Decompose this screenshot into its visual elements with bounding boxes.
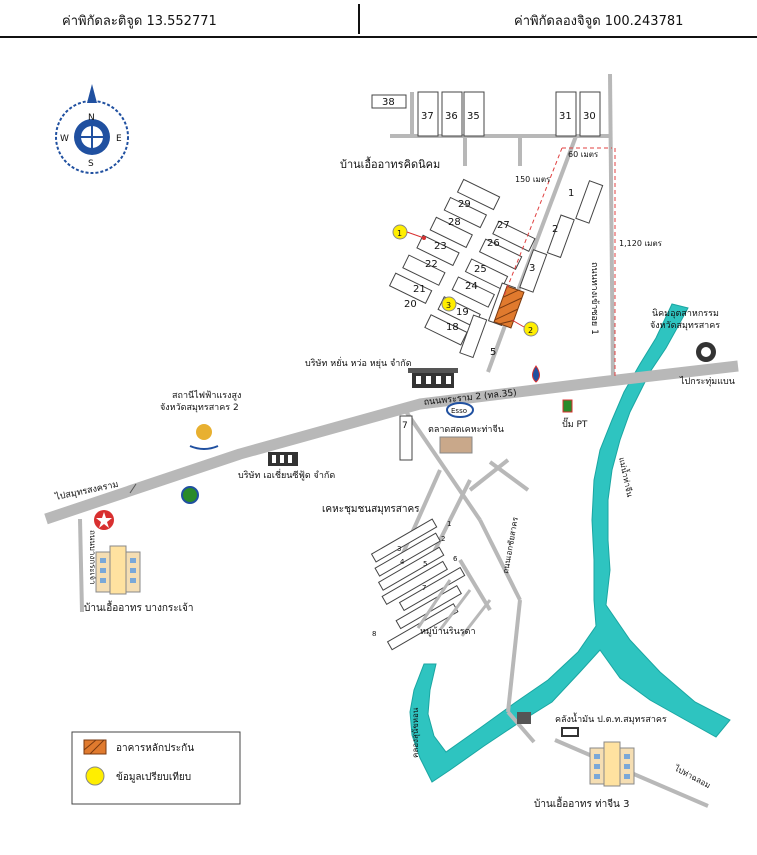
substation-label-2: จังหวัดสมุทรสาคร 2 [160,403,239,413]
subject-label: บ้านเอื้ออาทรคิดนิคม [340,156,440,171]
block-2: 2 [552,224,558,235]
block-35: 35 [467,111,480,122]
company1-label: บริษัท หยั่น หว่อ หยุ่น จำกัด [305,356,412,369]
tachin3-building-icon [589,741,635,787]
bangkrachao-building-icon [95,545,141,595]
village-label: หมู่บ้านรินรดา [420,626,476,637]
svg-text:1: 1 [397,229,402,238]
block-23: 23 [434,241,447,252]
collateral-building [493,285,525,329]
block-30: 30 [583,111,596,122]
ptt-icon [181,486,199,504]
svg-text:2: 2 [528,326,533,335]
distance-150: 150 เมตร [515,175,551,184]
legend-comparable-swatch [85,766,105,786]
longitude-label: ค่าพิกัดลองจิจูด 100.243781 [514,14,684,29]
village-roads [416,579,492,637]
compass-e: E [116,134,122,144]
caltex-icon [94,510,114,530]
compass-w: W [60,134,69,144]
block-18: 18 [446,322,459,333]
to-thalom-label: ไปท่าฉลอม [672,763,712,790]
kheha-block-5: 5 [423,560,427,568]
pt-label: ปั๊ม PT [562,417,588,430]
tachin-river [409,303,731,783]
header-divider [358,4,360,34]
location-map: N S E W 38 37 36 35 31 30 29 28 [44,73,739,810]
estate-label-1: นิคมอุตสาหกรรม [652,308,719,319]
block-36: 36 [445,111,458,122]
gas-station-icon [532,365,540,383]
block-3: 3 [529,263,535,274]
kheha-label: เคหะชุมชนสมุทรสาคร [322,504,420,515]
compass-s: S [88,159,94,169]
marker-2: 2 [511,319,539,337]
block-20: 20 [404,299,417,310]
kheha-block-6: 6 [453,555,458,563]
company2-icon [268,452,298,466]
block-21: 21 [413,284,426,295]
company2-label: บริษัท เอเชี่ยนซีฟู้ด จำกัด [238,468,335,481]
company-building-icon [408,368,458,388]
market-label: ตลาดสดเคหะท่าจีน [428,424,504,435]
coordinate-header: ค่าพิกัดละติจูด 13.552771 ค่าพิกัดลองจิจ… [0,0,757,38]
seven-eleven-icon: 7 [399,415,413,461]
svg-text:3: 3 [446,301,451,310]
distance-60: 60 เมตร [568,150,599,159]
kheha-block-1: 1 [447,520,451,528]
river-label: แม่น้ำท่าจีน [617,456,636,498]
bridge-icon [517,712,531,724]
svg-text:Esso: Esso [451,407,467,415]
left-road-label: ถนนบางกระเจ้า [88,530,97,585]
marker-3: 3 [441,296,457,312]
compass-rose: N S E W [55,84,129,174]
block-37: 37 [421,111,434,122]
block-25: 25 [474,264,487,275]
oil-depot-icon [561,727,579,737]
distance-lines [503,147,616,378]
esso-icon: Esso [446,402,474,418]
tachin-road-label: ถนนเอกชัยสาคร [501,516,520,575]
legend-collateral-label: อาคารหลักประกัน [116,743,194,754]
marker-1: 1 [392,224,426,240]
bangkrachao-label: บ้านเอื้ออาทร บางกระเจ้า [84,600,194,614]
road-break [129,483,137,494]
substation-label-1: สถานีไฟฟ้าแรงสูง [172,390,241,401]
latitude-label: ค่าพิกัดละติจูด 13.552771 [62,14,217,29]
compass-n: N [88,113,95,123]
kheha-block-7: 7 [422,584,426,592]
rama2-road [44,360,739,525]
kheha-block-2: 2 [441,535,445,543]
top-blocks [371,91,601,137]
soi-label: ถนนทางเข้าซอย 1 [589,262,600,335]
kheha-block-8: 8 [372,630,376,638]
block-5: 5 [490,347,496,358]
canal-label: คลองสุนัขหอน [411,707,420,758]
substation-icon [189,424,219,450]
industrial-estate-icon [696,342,716,362]
block-28: 28 [448,217,461,228]
housing-blocks [388,178,536,346]
block-29: 29 [458,199,471,210]
to-krathum-label: ไปกระทุ่มแบน [679,376,735,387]
block-1: 1 [568,188,574,199]
market-photo [439,436,473,454]
block-24: 24 [465,281,478,292]
block-27: 27 [497,220,510,231]
distance-1120: 1,120 เมตร [619,239,663,248]
oil-depot-label: คลังน้ำมัน ป.ต.ท.สมุทรสาคร [555,712,667,725]
svg-text:7: 7 [402,421,408,431]
block-31: 31 [559,111,572,122]
pt-station-icon [562,399,573,413]
legend-comparable-label: ข้อมูลเปรียบเทียบ [116,771,191,783]
block-38: 38 [382,97,395,108]
kheha-block-4: 4 [400,558,405,566]
estate-label-2: จังหวัดสมุทรสาคร [650,321,720,331]
block-22: 22 [425,259,438,270]
block-19: 19 [456,307,469,318]
block-26: 26 [487,238,500,249]
tachin3-label: บ้านเอื้ออาทร ท่าจีน 3 [534,796,629,810]
legend: อาคารหลักประกัน ข้อมูลเปรียบเทียบ [71,731,241,805]
kheha-block-3: 3 [397,545,401,553]
